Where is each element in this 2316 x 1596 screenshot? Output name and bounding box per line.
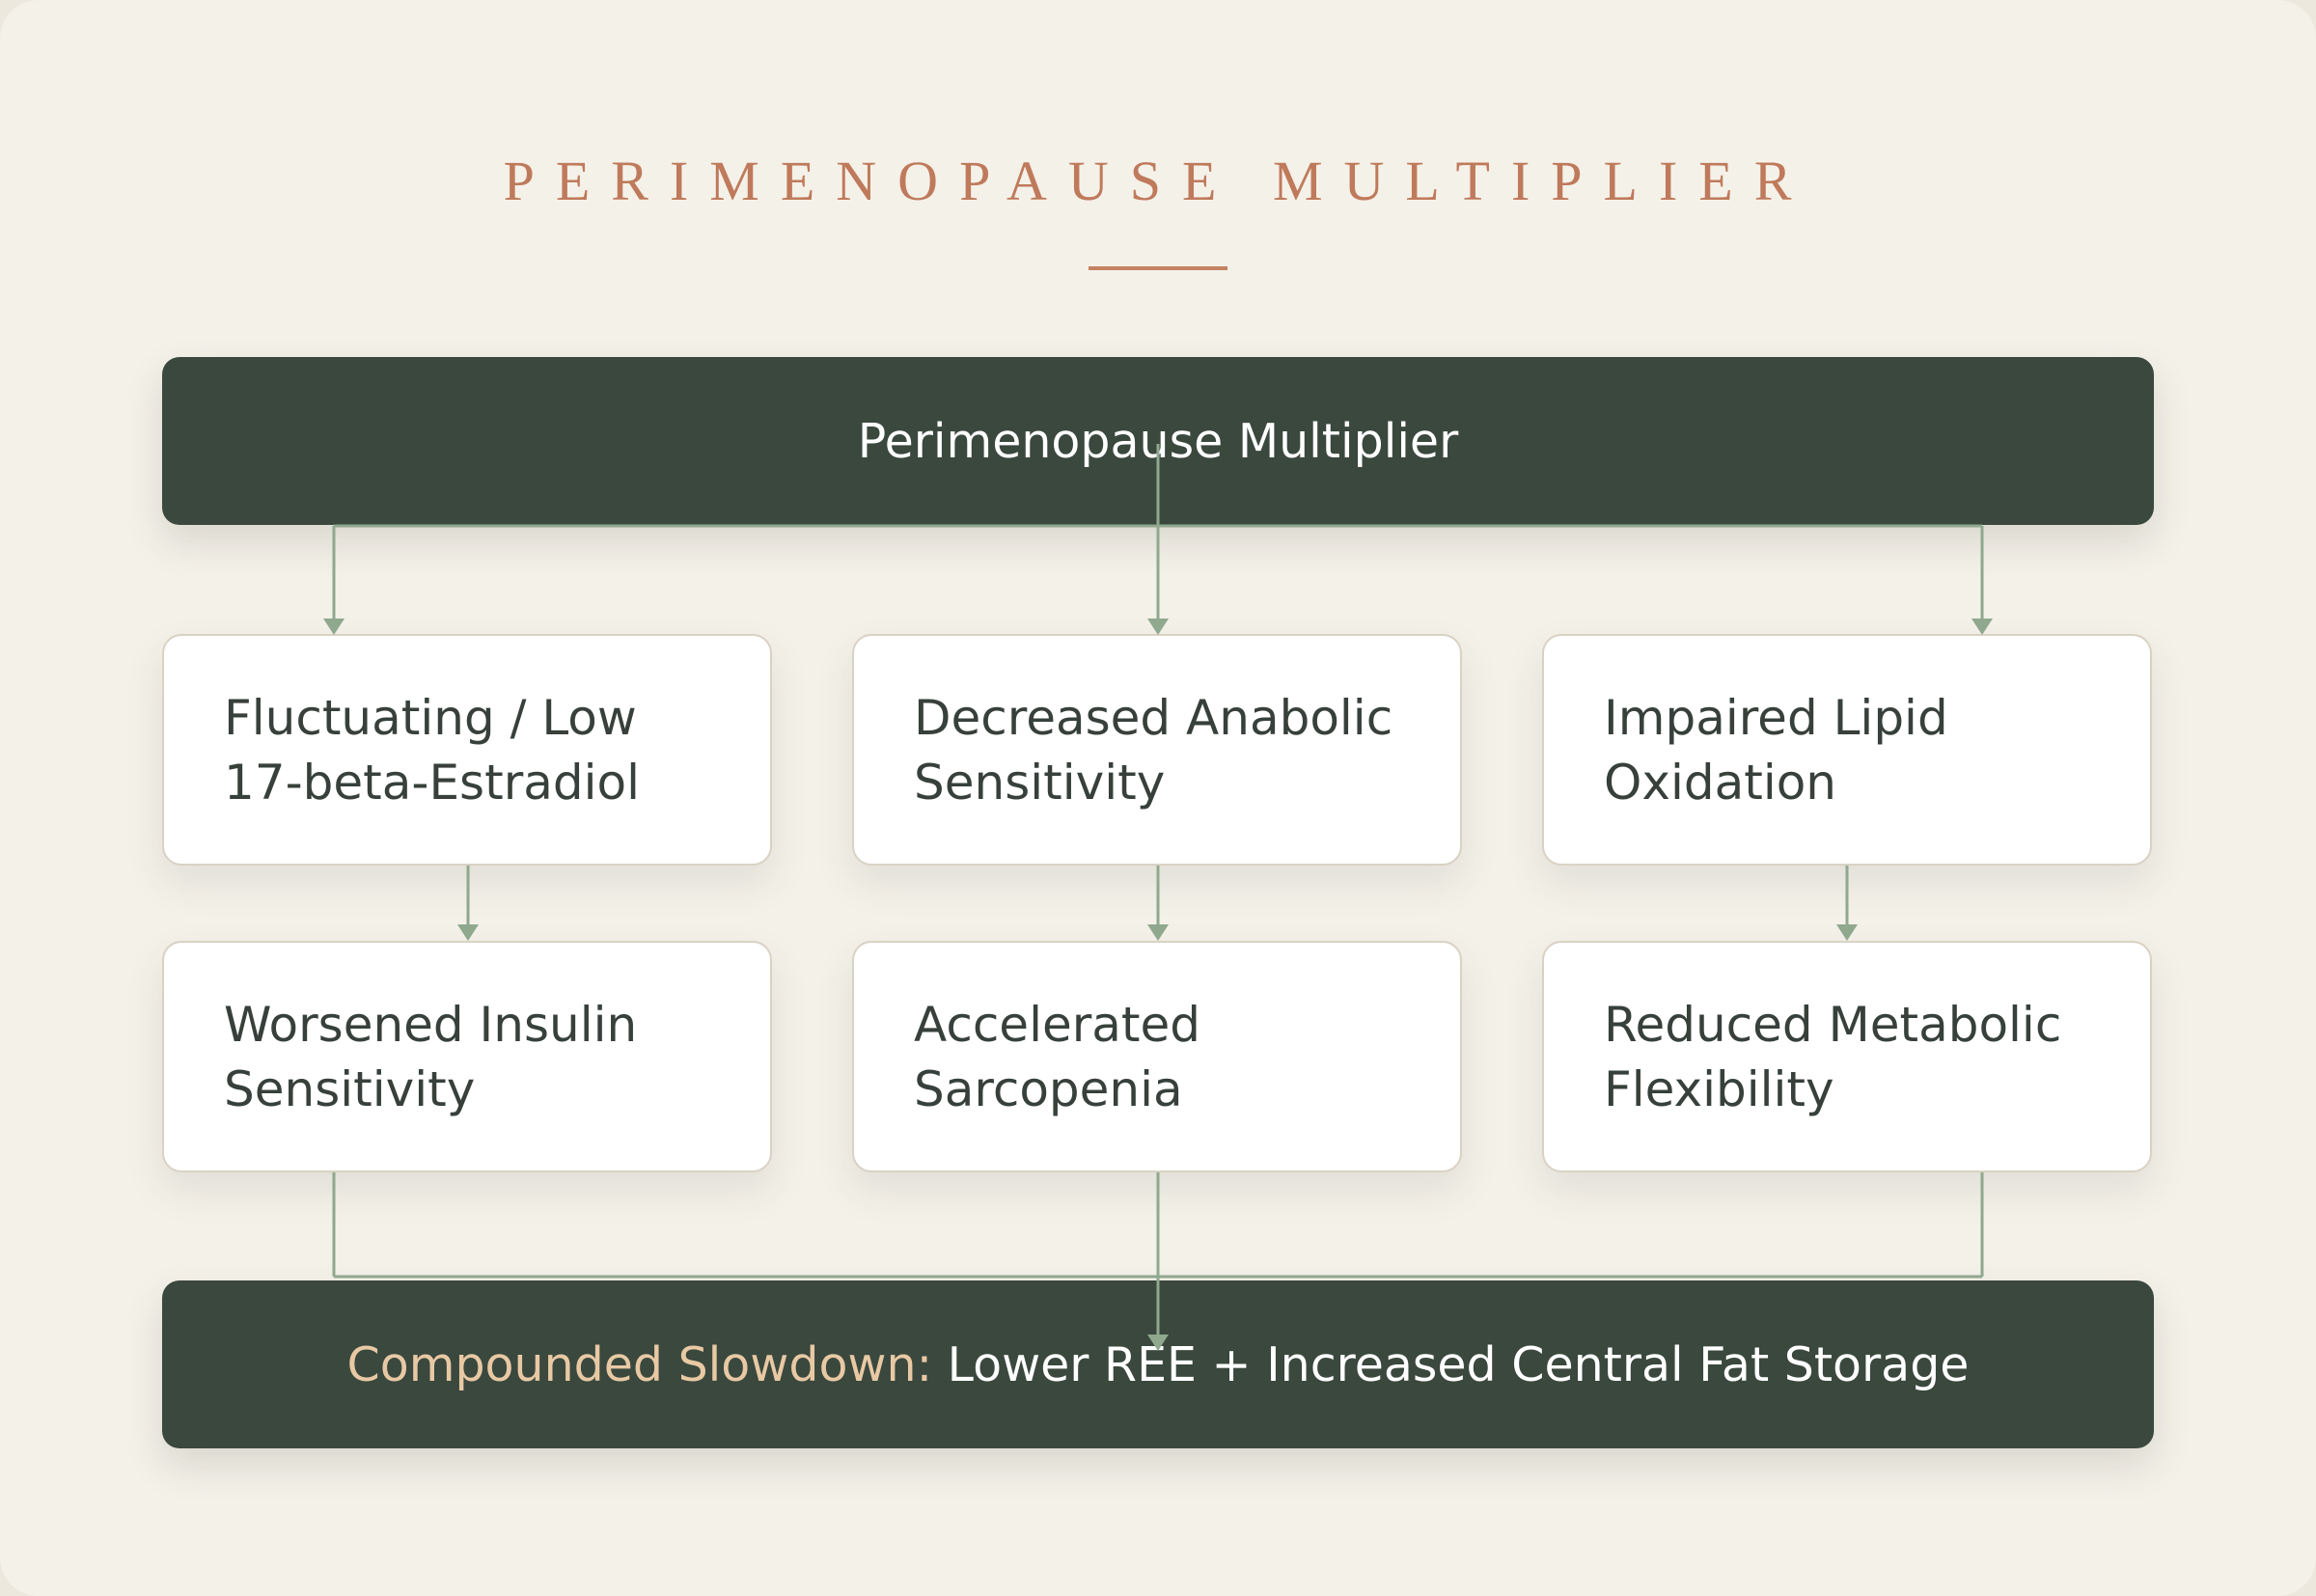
node-line: Sensitivity bbox=[914, 755, 1166, 811]
arrowhead bbox=[1836, 924, 1858, 941]
connector-paths bbox=[332, 444, 1984, 1341]
title-divider bbox=[1089, 266, 1227, 270]
node-reduced-metabolic-flexibility: Reduced Metabolic Flexibility bbox=[1542, 941, 2152, 1172]
node-line: Flexibility bbox=[1604, 1061, 1834, 1117]
node-worsened-insulin-sensitivity: Worsened Insulin Sensitivity bbox=[162, 941, 772, 1172]
node-line: Decreased Anabolic bbox=[914, 690, 1393, 746]
node-line: Oxidation bbox=[1604, 755, 1836, 811]
node-low-estradiol: Fluctuating / Low 17-beta-Estradiol bbox=[162, 634, 772, 866]
arrowhead bbox=[1147, 619, 1169, 635]
node-impaired-lipid-oxidation: Impaired Lipid Oxidation bbox=[1542, 634, 2152, 866]
arrowhead bbox=[457, 924, 479, 941]
node-line: Sarcopenia bbox=[914, 1061, 1183, 1117]
bottom-bar-highlight: Compounded Slowdown: bbox=[346, 1336, 933, 1392]
arrowhead bbox=[1971, 619, 1993, 635]
arrowhead bbox=[323, 619, 345, 635]
node-line: Worsened Insulin bbox=[224, 997, 638, 1053]
bottom-bar-text: Lower REE + Increased Central Fat Storag… bbox=[947, 1336, 1970, 1392]
node-decreased-anabolic-sensitivity: Decreased Anabolic Sensitivity bbox=[852, 634, 1462, 866]
node-line: Accelerated bbox=[914, 997, 1201, 1053]
node-line: Sensitivity bbox=[224, 1061, 476, 1117]
arrowhead bbox=[1147, 924, 1169, 941]
node-line: Fluctuating / Low bbox=[224, 690, 637, 746]
node-accelerated-sarcopenia: Accelerated Sarcopenia bbox=[852, 941, 1462, 1172]
bottom-bar-compounded-slowdown: Compounded Slowdown: Lower REE + Increas… bbox=[162, 1280, 2154, 1448]
top-bar-perimenopause-multiplier: Perimenopause Multiplier bbox=[162, 357, 2154, 525]
node-line: 17-beta-Estradiol bbox=[224, 755, 641, 811]
diagram-title: PERIMENOPAUSE MULTIPLIER bbox=[503, 150, 1813, 212]
node-line: Impaired Lipid bbox=[1604, 690, 1948, 746]
top-bar-label: Perimenopause Multiplier bbox=[857, 413, 1459, 469]
node-line: Reduced Metabolic bbox=[1604, 997, 2062, 1053]
